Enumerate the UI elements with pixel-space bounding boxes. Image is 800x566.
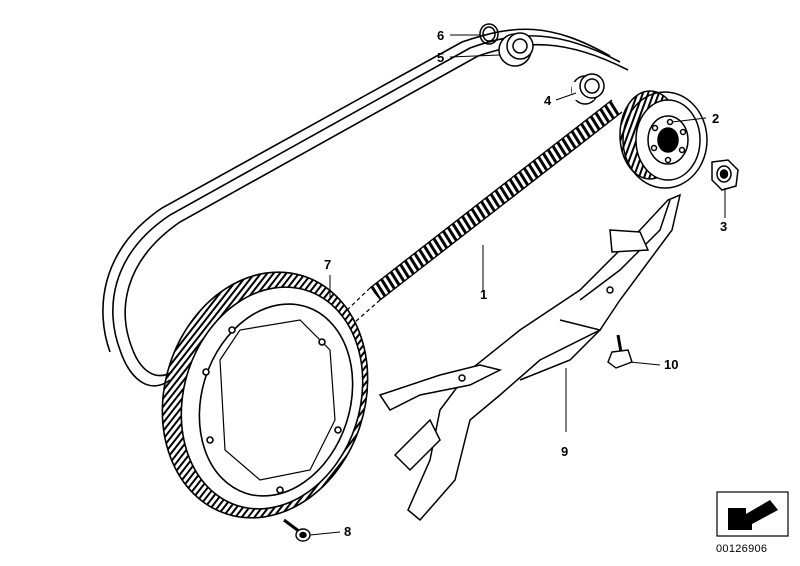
callout-9: 9 [561, 444, 569, 459]
callout-1: 1 [480, 287, 488, 302]
arrow-corner-icon [716, 491, 789, 537]
document-id: 00126906 [716, 543, 768, 555]
bolt-10 [607, 334, 633, 369]
callout-10: 10 [664, 357, 679, 372]
leader-lines [309, 34, 726, 536]
screw-8 [283, 518, 311, 542]
hex-nut [711, 159, 739, 191]
belt-guard [378, 193, 682, 522]
shaft-seal [498, 32, 534, 67]
callout-6: 6 [437, 28, 445, 43]
belt-teeth [370, 100, 622, 300]
callout-5: 5 [437, 50, 445, 65]
pulley [619, 90, 708, 189]
belt-lower-tail [344, 287, 381, 323]
callout-4: 4 [544, 93, 552, 108]
ring-gear [161, 271, 369, 519]
spacer-sleeve [571, 73, 605, 105]
callout-2: 2 [712, 111, 720, 126]
circlip [479, 23, 499, 45]
callout-7: 7 [324, 257, 332, 272]
callout-3: 3 [720, 219, 728, 234]
callout-8: 8 [344, 524, 352, 539]
